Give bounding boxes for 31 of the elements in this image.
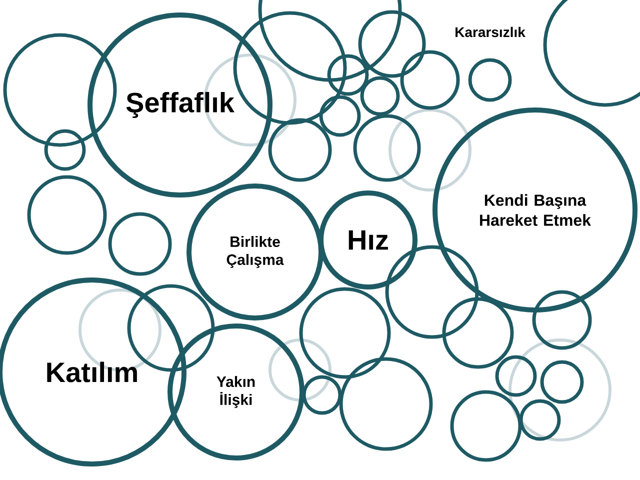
bubble [319,95,361,137]
bubble [400,50,460,110]
bubble: Kendi Başına Hareket Etmek [432,108,638,312]
bubble [353,114,421,182]
bubble [540,360,584,404]
bubble [3,33,117,147]
bubble: Hız [318,190,418,290]
bubble [532,290,592,350]
bubble [358,10,426,78]
bubble [302,375,342,415]
bubble [442,297,514,369]
bubble: Şeffaflık [88,12,272,198]
bubble [258,0,402,82]
bubble [44,129,86,171]
bubble: Birlikte Çalışma [186,184,324,320]
bubble: Yakın İlişki [168,324,304,460]
bubble [299,287,391,379]
bubble [233,11,347,125]
bubble [339,357,433,451]
bubble: Katılım [0,278,186,466]
bubble [450,390,522,462]
bubble [360,76,400,116]
bubble [468,58,512,102]
bubble [543,0,640,107]
bubble [327,54,369,96]
bubble [519,399,561,441]
bubble [108,212,172,276]
bubble [495,355,537,397]
bubble [268,118,332,182]
label: Kararsızlık [456,26,526,38]
bubble [27,175,107,255]
